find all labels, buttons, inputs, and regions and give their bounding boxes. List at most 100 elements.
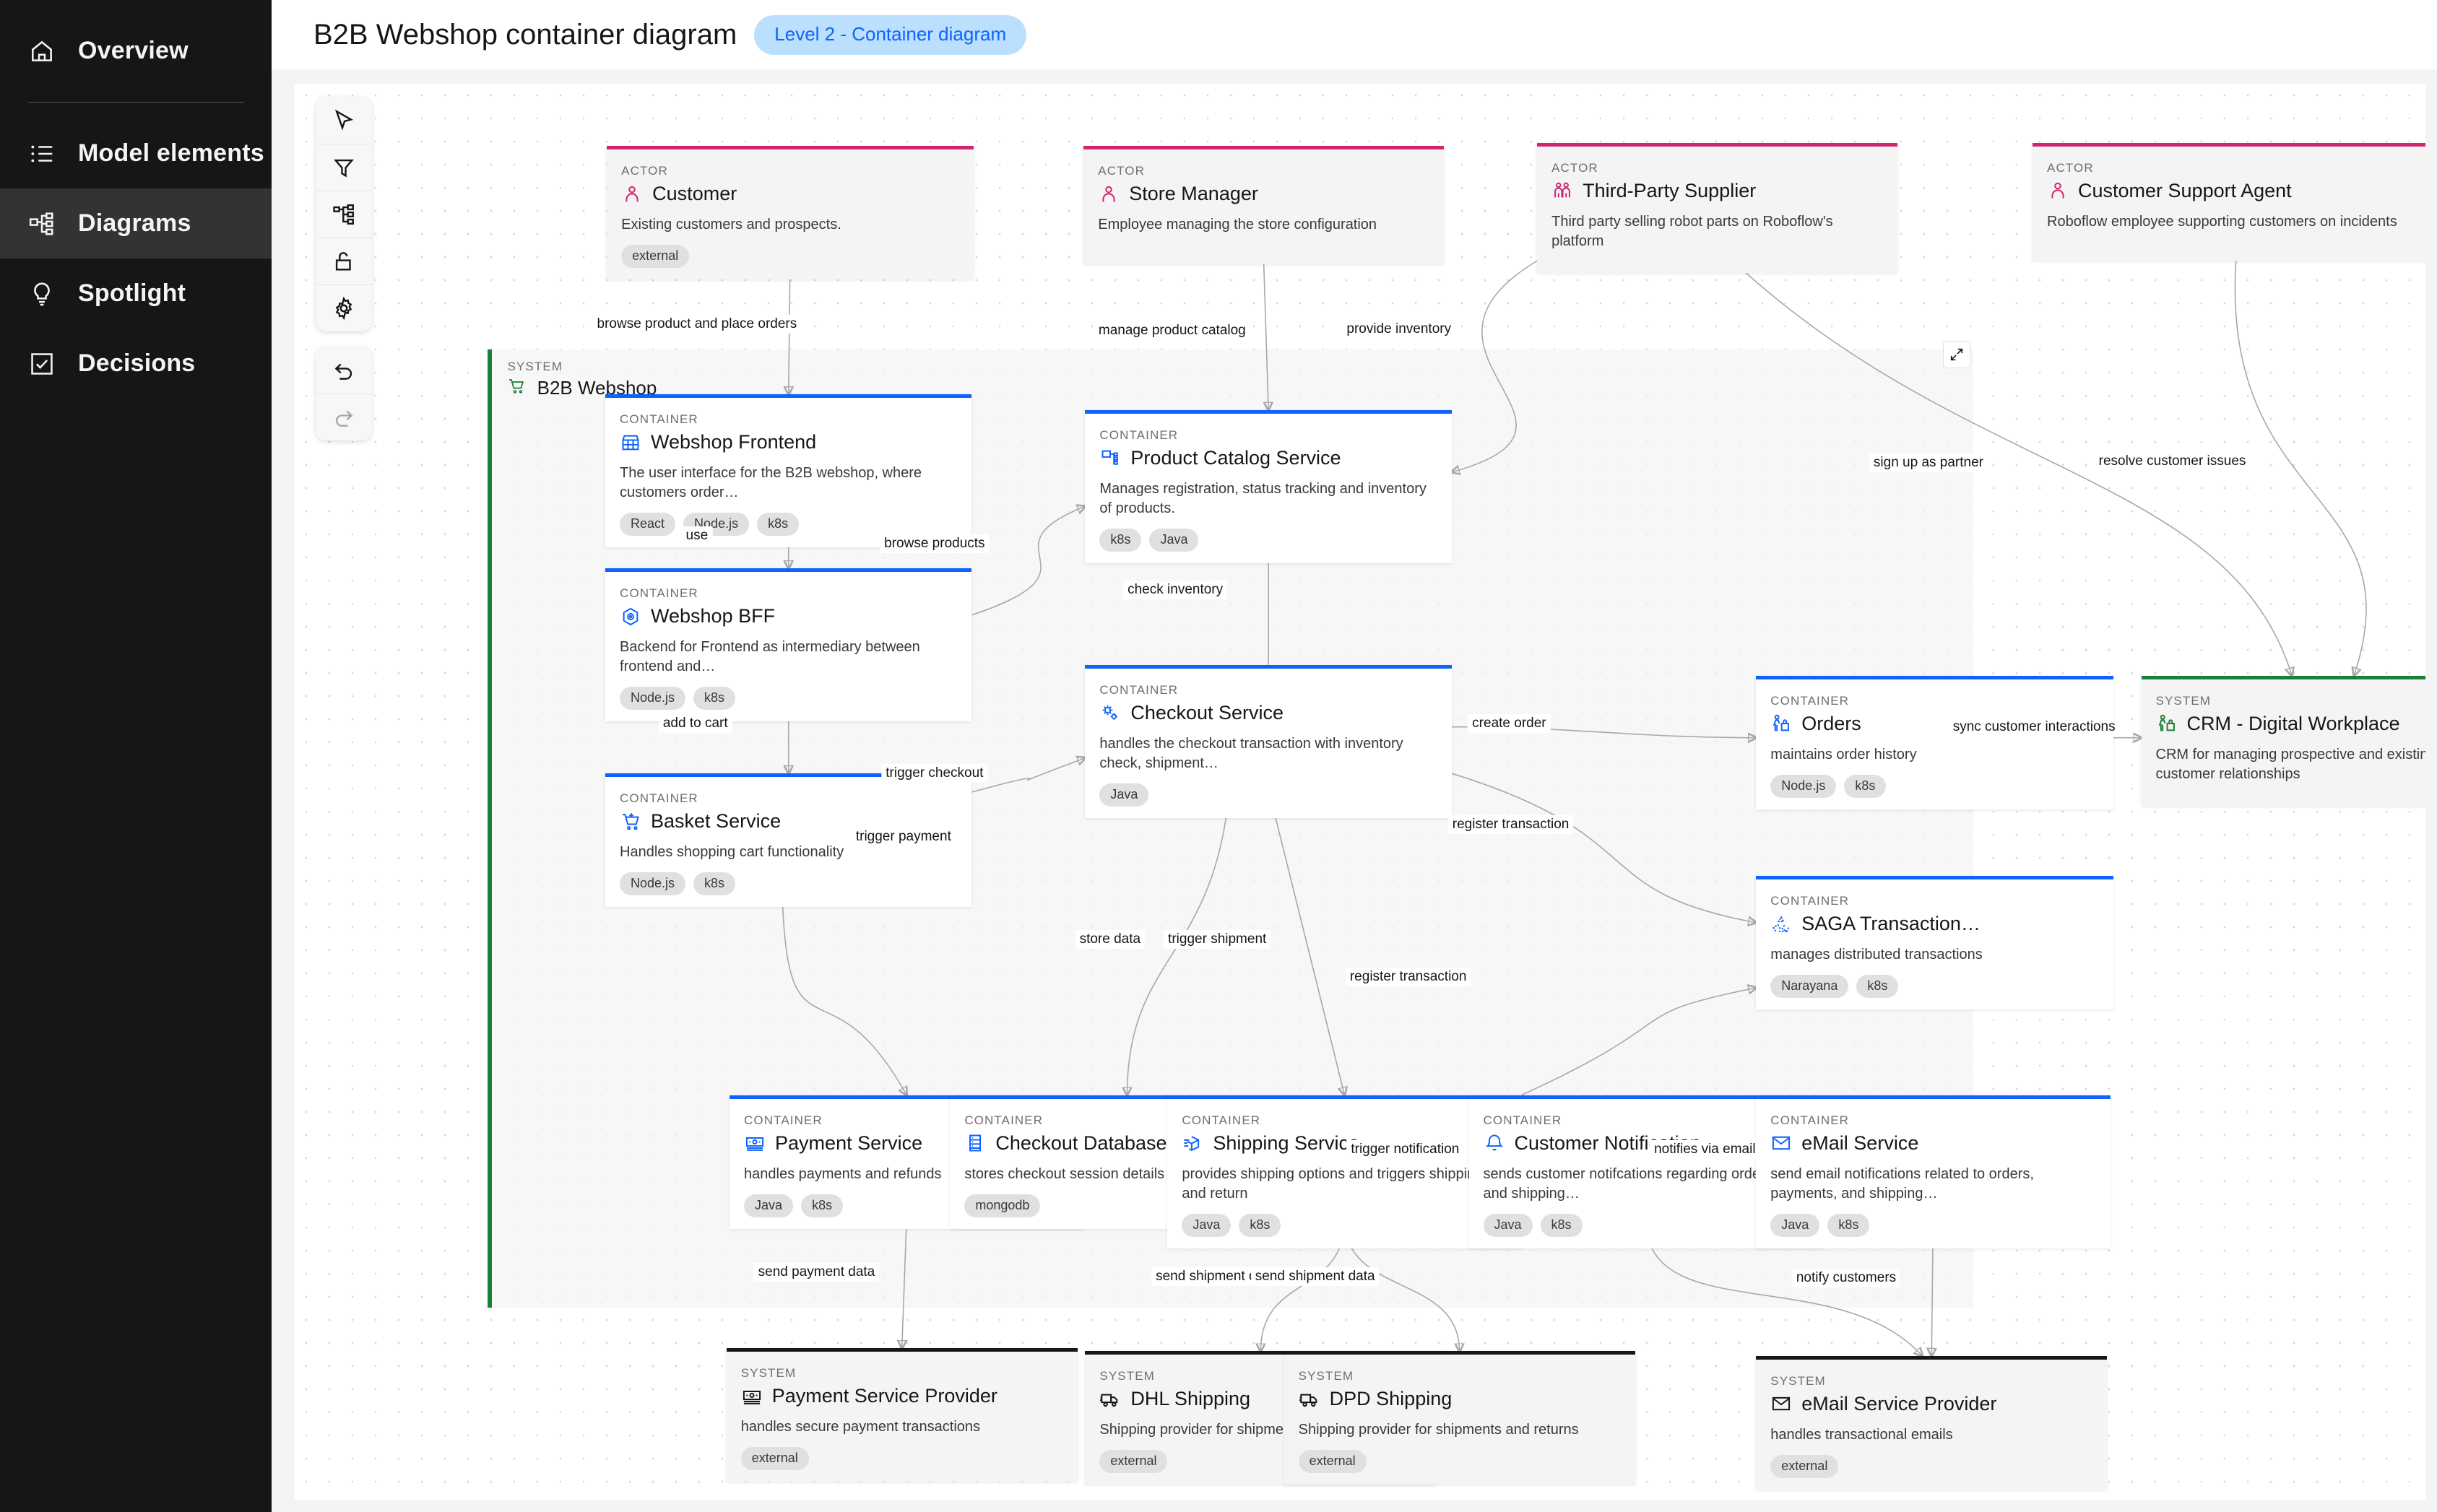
sidebar: Overview Model elements Diagrams Spotlig… bbox=[0, 0, 272, 1512]
node-kind: CONTAINER bbox=[1770, 1113, 1850, 1127]
node-tag: mongodb bbox=[964, 1194, 1041, 1217]
redo-icon[interactable] bbox=[316, 394, 372, 440]
edge-label: register transaction bbox=[1447, 815, 1574, 835]
node-kind: CONTAINER bbox=[1099, 427, 1179, 442]
canvas-wrapper: SYSTEM B2B Webshop ACTOR Customer Existi… bbox=[272, 69, 2437, 1512]
node-dpd-shipping[interactable]: SYSTEM DPD Shipping Shipping provider fo… bbox=[1284, 1351, 1635, 1485]
node-customer[interactable]: ACTOR Customer Existing customers and pr… bbox=[607, 146, 974, 280]
node-webshop-bff[interactable]: CONTAINER Webshop BFF Backend for Fronte… bbox=[605, 568, 972, 722]
node-description: Third party selling robot parts on Robof… bbox=[1551, 213, 1833, 249]
shipping-icon bbox=[1182, 1132, 1203, 1154]
node-email-service[interactable]: CONTAINER eMail Service send email notif… bbox=[1756, 1095, 2111, 1248]
node-store-manager[interactable]: ACTOR Store Manager Employee managing th… bbox=[1083, 146, 1445, 264]
sidebar-item-spotlight[interactable]: Spotlight bbox=[0, 258, 272, 329]
history-toolbar bbox=[316, 347, 372, 440]
node-title: Basket Service bbox=[620, 810, 957, 833]
node-description: provides shipping options and triggers s… bbox=[1182, 1165, 1484, 1202]
node-name: CRM - Digital Workplace bbox=[2186, 712, 2400, 734]
edge-label: store data bbox=[1075, 930, 1146, 950]
edge-label: sign up as partner bbox=[1869, 453, 1988, 472]
node-name: Checkout Service bbox=[1130, 701, 1284, 724]
node-tag: k8s bbox=[1856, 975, 1899, 999]
node-shipping-service[interactable]: CONTAINER Shipping Service provides ship… bbox=[1167, 1095, 1522, 1248]
edge-label: provide inventory bbox=[1342, 319, 1456, 339]
order-icon bbox=[1770, 713, 1792, 734]
filter-icon[interactable] bbox=[316, 144, 372, 191]
node-description: maintains order history bbox=[1770, 746, 1917, 762]
diagram-toolbar bbox=[316, 97, 372, 331]
order-icon bbox=[2156, 713, 2178, 734]
node-webshop-frontend[interactable]: CONTAINER Webshop Frontend The user inte… bbox=[605, 394, 972, 548]
diagram-icon bbox=[27, 209, 56, 238]
edge-label: notify customers bbox=[1791, 1269, 1901, 1288]
sidebar-item-decisions[interactable]: Decisions bbox=[0, 329, 272, 399]
node-kind: CONTAINER bbox=[744, 1113, 823, 1127]
node-crm-digital-workplace[interactable]: SYSTEM CRM - Digital Workplace CRM for m… bbox=[2141, 675, 2425, 806]
money-icon bbox=[744, 1132, 766, 1154]
node-tag: external bbox=[1099, 1450, 1168, 1474]
node-kind: SYSTEM bbox=[740, 1366, 797, 1381]
node-name: Store Manager bbox=[1129, 183, 1258, 205]
sidebar-item-model-elements[interactable]: Model elements bbox=[0, 118, 272, 188]
node-tag: Java bbox=[744, 1194, 794, 1217]
node-kind: CONTAINER bbox=[620, 412, 698, 427]
node-title: Payment Service bbox=[744, 1132, 1069, 1155]
node-title: Customer Support Agent bbox=[2047, 180, 2425, 202]
node-title: DPD Shipping bbox=[1299, 1388, 1621, 1410]
node-description: The user interface for the B2B webshop, … bbox=[620, 465, 922, 501]
node-product-catalog-service[interactable]: CONTAINER Product Catalog Service Manage… bbox=[1085, 409, 1452, 563]
undo-icon[interactable] bbox=[316, 347, 372, 394]
node-tag: k8s bbox=[1827, 1213, 1870, 1237]
node-email-service-provider[interactable]: SYSTEM eMail Service Provider handles tr… bbox=[1756, 1355, 2108, 1490]
node-saga-transaction[interactable]: CONTAINER SAGA Transaction… manages dist… bbox=[1756, 876, 2113, 1010]
list-icon bbox=[27, 139, 56, 168]
node-tag: k8s bbox=[1239, 1213, 1281, 1237]
sidebar-item-diagrams[interactable]: Diagrams bbox=[0, 188, 272, 258]
node-title: CRM - Digital Workplace bbox=[2156, 713, 2425, 735]
diagram-canvas[interactable]: SYSTEM B2B Webshop ACTOR Customer Existi… bbox=[295, 84, 2425, 1500]
edge-label: use bbox=[681, 526, 713, 546]
node-title: eMail Service Provider bbox=[1770, 1393, 2092, 1415]
node-orders[interactable]: CONTAINER Orders maintains order history… bbox=[1756, 675, 2113, 809]
sidebar-item-label: Decisions bbox=[78, 349, 196, 377]
node-tag: k8s bbox=[1099, 528, 1142, 552]
node-kind: CONTAINER bbox=[1483, 1113, 1562, 1127]
users-icon bbox=[1551, 180, 1573, 201]
node-description: Backend for Frontend as intermediary bet… bbox=[620, 639, 920, 675]
node-title: Checkout Service bbox=[1099, 702, 1437, 724]
node-kind: ACTOR bbox=[1551, 160, 1598, 175]
node-name: Product Catalog Service bbox=[1130, 446, 1341, 469]
node-title: Product Catalog Service bbox=[1099, 447, 1437, 469]
hierarchy-icon[interactable] bbox=[316, 191, 372, 238]
edge-label: trigger notification bbox=[1346, 1139, 1464, 1159]
sidebar-item-label: Overview bbox=[78, 37, 189, 64]
node-name: Customer bbox=[652, 183, 737, 205]
node-description: handles payments and refunds bbox=[744, 1165, 942, 1182]
node-tag: Node.js bbox=[620, 687, 686, 711]
cursor-icon[interactable] bbox=[316, 97, 372, 144]
node-third-party-supplier[interactable]: ACTOR Third-Party Supplier Third party s… bbox=[1537, 142, 1897, 273]
expand-boundary-button[interactable] bbox=[1943, 340, 1971, 368]
edge-label: check inventory bbox=[1123, 581, 1228, 600]
storefront-icon bbox=[620, 432, 641, 453]
node-kind: CONTAINER bbox=[1770, 693, 1850, 708]
database-icon bbox=[964, 1132, 986, 1154]
sidebar-item-label: Diagrams bbox=[78, 209, 191, 237]
node-payment-service-provider[interactable]: SYSTEM Payment Service Provider handles … bbox=[726, 1348, 1078, 1482]
node-tag: Java bbox=[1099, 783, 1149, 807]
node-checkout-service[interactable]: CONTAINER Checkout Service handles the c… bbox=[1085, 664, 1452, 818]
node-name: Basket Service bbox=[651, 810, 782, 833]
unlock-icon[interactable] bbox=[316, 238, 372, 284]
gear-icon[interactable] bbox=[316, 284, 372, 331]
node-tag: k8s bbox=[757, 513, 800, 536]
node-customer-support-agent[interactable]: ACTOR Customer Support Agent Roboflow em… bbox=[2033, 142, 2425, 261]
sidebar-item-overview[interactable]: Overview bbox=[0, 16, 272, 86]
node-title: Checkout Database bbox=[964, 1132, 1289, 1155]
node-description: Manages registration, status tracking an… bbox=[1099, 480, 1427, 516]
node-tags: external bbox=[1770, 1454, 2092, 1478]
